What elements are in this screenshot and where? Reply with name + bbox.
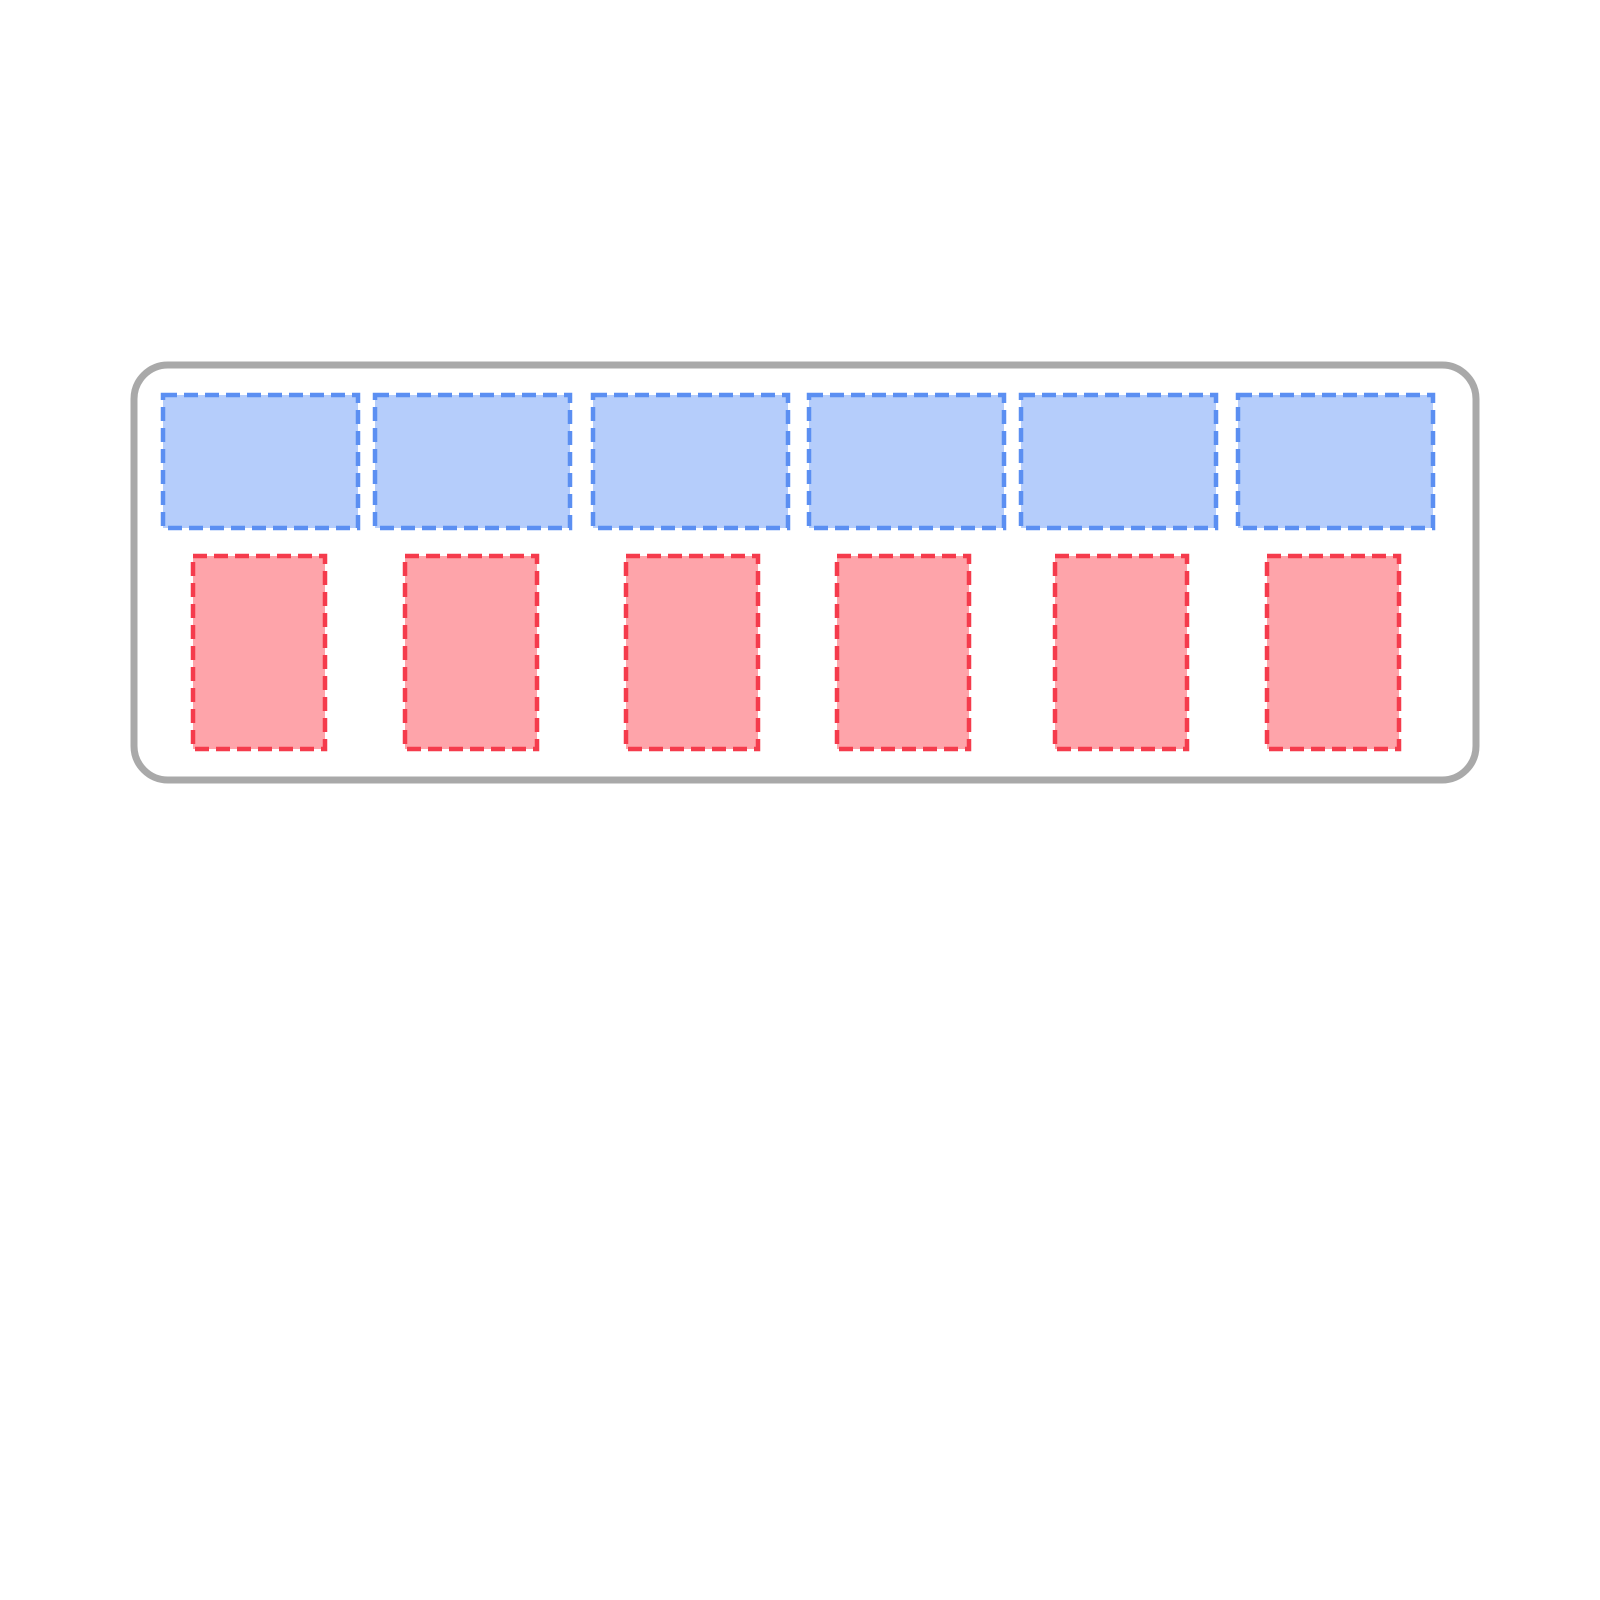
top-block-2	[372, 392, 573, 531]
top-block-5	[1018, 392, 1219, 531]
top-block-1	[160, 392, 361, 531]
top-block-6	[1235, 392, 1436, 531]
bottom-block-4	[834, 553, 972, 752]
top-block-4	[806, 392, 1007, 531]
bottom-block-1	[190, 553, 328, 752]
bottom-block-2	[402, 553, 540, 752]
bottom-block-5	[1052, 553, 1190, 752]
bottom-block-6	[1264, 553, 1402, 752]
bottom-block-3	[623, 553, 761, 752]
top-block-3	[590, 392, 791, 531]
bottom-row-blocks	[190, 553, 1402, 752]
top-row-blocks	[160, 392, 1436, 531]
